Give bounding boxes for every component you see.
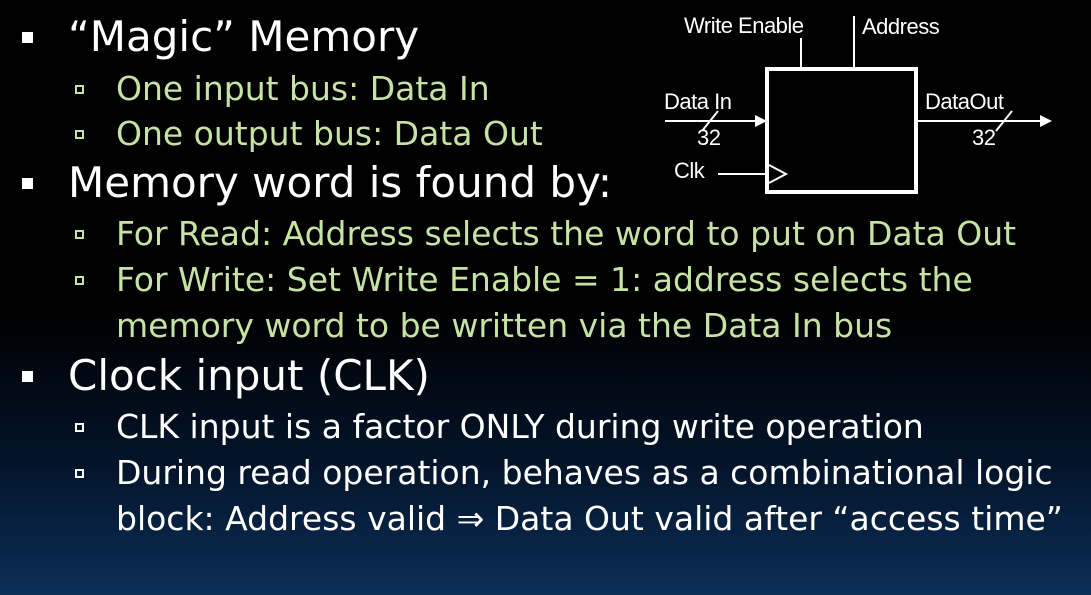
bullet-one-input-bus: One input bus: Data In — [116, 69, 490, 108]
data-in-bus-slash — [701, 110, 719, 132]
data-out-bus-slash — [995, 110, 1013, 132]
bullet-clock-input: Clock input (CLK) — [68, 351, 430, 400]
memory-block-diagram: Write Enable Address Data In 32 Clk Data… — [640, 0, 1091, 215]
data-out-label: DataOut — [925, 89, 1004, 114]
data-in-width-label: 32 — [697, 125, 721, 150]
data-in-label: Data In — [664, 89, 732, 114]
bullet-for-read: For Read: Address selects the word to pu… — [116, 214, 1017, 253]
clk-label: Clk — [674, 158, 705, 183]
bullet-for-write: For Write: Set Write Enable = 1: address… — [116, 260, 973, 345]
bullet-one-output-bus: One output bus: Data Out — [116, 114, 543, 153]
square-bullet-icon — [22, 178, 33, 189]
address-label: Address — [862, 14, 940, 39]
write-enable-label: Write Enable — [684, 13, 804, 38]
square-bullet-icon — [22, 371, 33, 382]
hollow-square-bullet-icon — [75, 423, 84, 432]
bullet-magic-memory: “Magic” Memory — [68, 12, 420, 61]
hollow-square-bullet-icon — [75, 130, 84, 139]
memory-block-svg — [665, 16, 1052, 194]
hollow-square-bullet-icon — [75, 85, 84, 94]
memory-box — [765, 67, 918, 194]
bullet-memory-word-found: Memory word is found by: — [68, 158, 612, 207]
data-out-arrowhead-icon — [1040, 115, 1052, 127]
hollow-square-bullet-icon — [75, 230, 84, 239]
data-out-width-label: 32 — [972, 125, 996, 150]
bullet-clk-input-factor: CLK input is a factor ONLY during write … — [116, 407, 924, 446]
clock-triangle-icon — [768, 164, 789, 184]
bullet-during-read: During read operation, behaves as a comb… — [116, 453, 1063, 538]
data-in-arrowhead-icon — [755, 115, 767, 127]
hollow-square-bullet-icon — [75, 469, 84, 478]
hollow-square-bullet-icon — [75, 276, 84, 285]
square-bullet-icon — [22, 32, 33, 43]
